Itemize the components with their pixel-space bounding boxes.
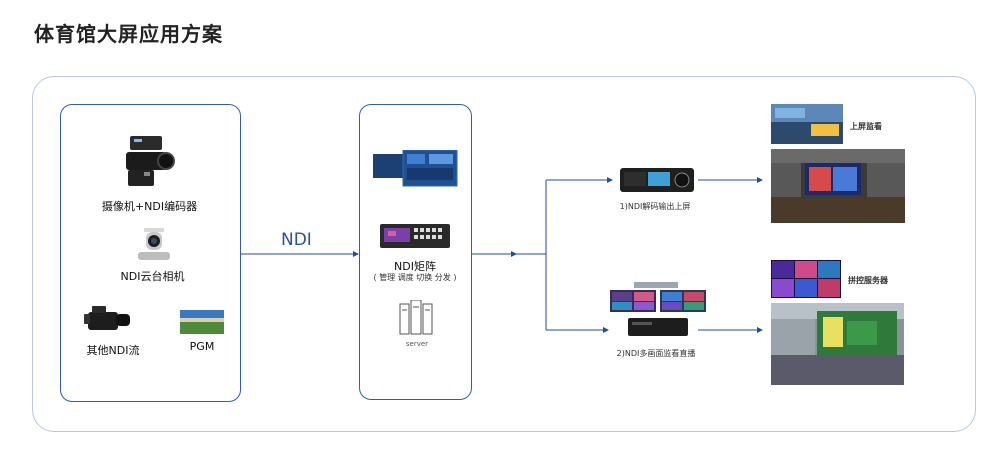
control-panel-icon: [380, 224, 450, 248]
handheld-camcorder-icon: [84, 306, 130, 330]
matrix-label: NDI矩阵: [394, 260, 436, 273]
decode-output-label: 1)NDI解码输出上屏: [619, 202, 691, 211]
server-label: server: [405, 340, 429, 348]
diagram-frame: [32, 76, 976, 432]
top-monitor-thumbnail: [771, 104, 843, 144]
multiview-label: 2)NDI多画面监看直播: [616, 349, 696, 358]
server-icon: [396, 299, 436, 336]
ptz-camera-label: NDI云台相机: [120, 270, 185, 283]
matrix-controller-device: [380, 222, 450, 250]
decoder-device: [620, 166, 694, 194]
other-ndi-device: [82, 302, 132, 338]
camera-encoder-label: 摄像机+NDI编码器: [101, 200, 198, 213]
ptz-camera-icon: [138, 228, 170, 260]
decoder-box-icon: [620, 168, 694, 192]
matrix-functions-label: ( 管理 调度 切换 分发 ): [373, 273, 457, 282]
top-monitor-label: 上屏监看: [850, 122, 882, 131]
pgm-label: PGM: [189, 340, 215, 353]
stadium-screen-photo: [771, 303, 904, 385]
camera-encoder-device: [122, 134, 178, 190]
camcorder-icon: [126, 136, 175, 186]
multiview-monitors-icon: [610, 282, 706, 336]
other-ndi-label: 其他NDI流: [86, 344, 140, 357]
matrix-box: [359, 104, 472, 400]
splice-server-thumbnail: [771, 260, 841, 298]
software-ui-icon: [373, 149, 458, 187]
arena-screen-photo: [771, 149, 905, 223]
multiview-device: [610, 282, 706, 338]
splice-server-label: 拼控服务器: [848, 276, 888, 285]
ptz-camera-device: [134, 226, 174, 262]
matrix-software-screens: [373, 149, 459, 192]
edge-label-ndi: NDI: [281, 230, 312, 250]
pgm-monitor: [180, 310, 224, 334]
page-title: 体育馆大屏应用方案: [34, 22, 223, 46]
stadium-thumbnail-icon: [180, 310, 224, 334]
